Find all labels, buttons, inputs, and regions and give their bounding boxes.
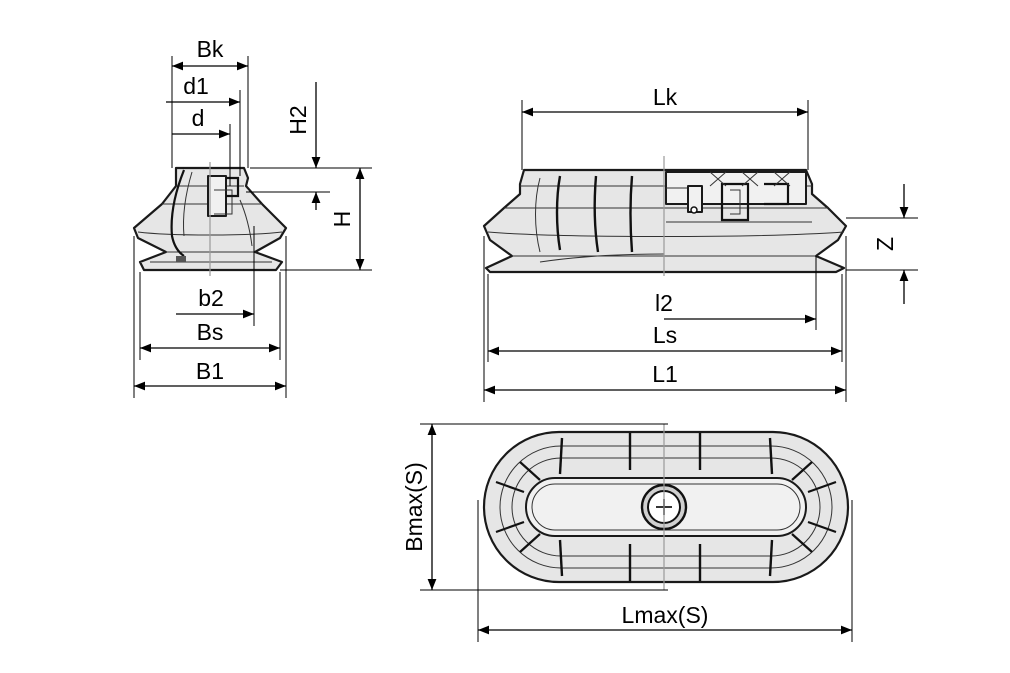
label-b1: B1: [196, 358, 224, 384]
label-bmax: Bmax(S): [401, 462, 427, 551]
dim-d1: d1: [166, 73, 241, 176]
front-view: Lk Z l2 Ls L1: [482, 84, 918, 402]
side-view: Bk d1 d H2 H: [132, 36, 372, 398]
label-l2: l2: [655, 290, 673, 316]
top-view-body: [482, 430, 850, 584]
label-ls: Ls: [653, 322, 677, 348]
label-bk: Bk: [197, 36, 224, 62]
dim-z: Z: [846, 184, 918, 304]
front-view-body: [482, 168, 848, 274]
dim-b2: b2: [176, 226, 255, 326]
dim-l2: l2: [655, 256, 817, 330]
dim-lmax: Lmax(S): [477, 500, 853, 642]
dim-l1: L1: [483, 236, 847, 402]
label-b2: b2: [198, 285, 224, 311]
dim-h2: H2: [246, 82, 330, 210]
label-h: H: [329, 211, 355, 228]
label-lmax: Lmax(S): [622, 602, 709, 628]
dim-lk: Lk: [521, 84, 809, 170]
dim-bmax: Bmax(S): [401, 423, 668, 591]
label-l1: L1: [652, 361, 678, 387]
dim-d: d: [172, 105, 231, 186]
dim-b1: B1: [133, 236, 287, 398]
label-d1: d1: [183, 73, 209, 99]
dim-bk: Bk: [171, 36, 249, 168]
label-bs: Bs: [197, 319, 224, 345]
dim-h: H: [280, 167, 372, 271]
label-z: Z: [872, 237, 898, 251]
top-view: Bmax(S) Lmax(S): [401, 423, 853, 642]
label-d: d: [192, 105, 205, 131]
label-lk: Lk: [653, 84, 678, 110]
dim-bs: Bs: [139, 272, 281, 360]
dim-ls: Ls: [487, 274, 843, 362]
label-h2: H2: [285, 105, 311, 134]
